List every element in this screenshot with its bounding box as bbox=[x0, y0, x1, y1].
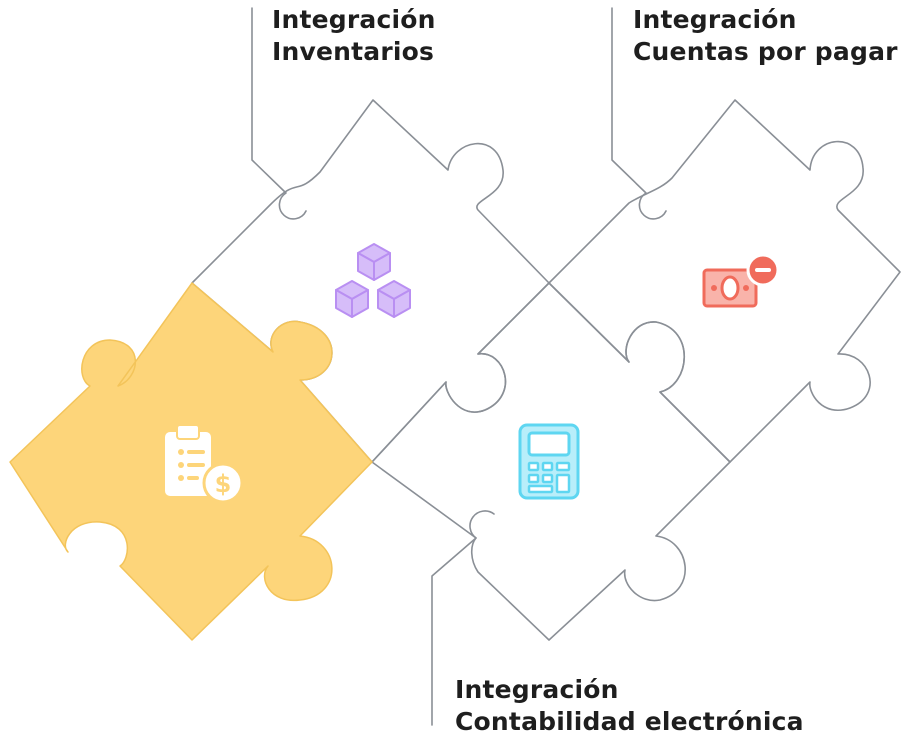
calculator-icon bbox=[518, 423, 580, 500]
label-line: Cuentas por pagar bbox=[633, 37, 898, 66]
banknote-minus-icon bbox=[702, 253, 780, 308]
label-line: Integración bbox=[272, 5, 436, 34]
label-integracion-contabilidad-electronica: Integración Contabilidad electrónica bbox=[455, 674, 804, 738]
label-line: Contabilidad electrónica bbox=[455, 707, 804, 736]
label-integracion-inventarios: Integración Inventarios bbox=[272, 4, 436, 68]
svg-text:$: $ bbox=[215, 470, 232, 498]
clipboard-dollar-icon: $ bbox=[165, 424, 244, 504]
label-line: Inventarios bbox=[272, 37, 435, 66]
puzzle-piece-contabilidad bbox=[371, 282, 731, 641]
label-line: Integración bbox=[455, 675, 619, 704]
label-line: Integración bbox=[633, 5, 797, 34]
label-integracion-cuentas-por-pagar: Integración Cuentas por pagar bbox=[633, 4, 898, 68]
cubes-icon bbox=[335, 243, 411, 318]
connector-inventarios bbox=[251, 7, 307, 220]
